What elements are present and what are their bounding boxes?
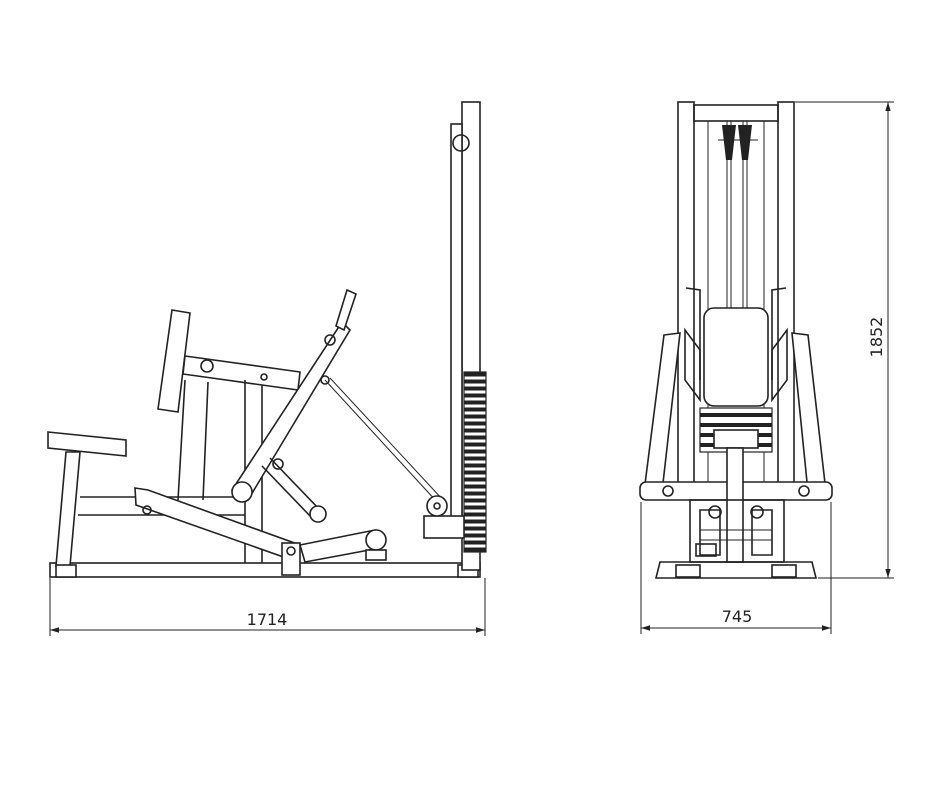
dimension-height: 1852 [795, 101, 894, 579]
dimension-length: 1714 [49, 578, 486, 636]
side-view [47, 101, 487, 578]
dimension-length-label: 1714 [247, 610, 288, 629]
dimension-width: 745 [640, 502, 832, 634]
dimension-width-label: 745 [722, 607, 753, 626]
dimension-height-label: 1852 [867, 317, 886, 358]
front-view [639, 101, 833, 579]
